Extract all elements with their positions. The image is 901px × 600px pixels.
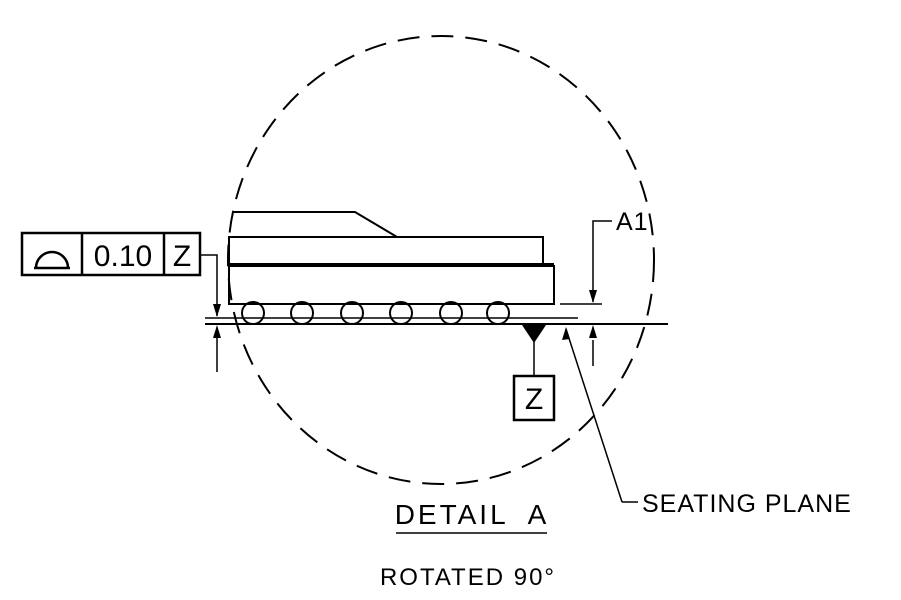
feature-control-frame: 0.10 Z — [20, 231, 202, 277]
fcf-tolerance-value: 0.10 — [94, 240, 152, 273]
fcf-datum-letter: Z — [173, 240, 191, 273]
detail-title: DETAIL A — [395, 499, 550, 530]
arrowhead — [213, 325, 221, 338]
arrowhead — [589, 290, 597, 303]
solder-ball — [439, 301, 463, 325]
datum-feature-symbol: Z — [512, 325, 556, 422]
mold-cap — [233, 211, 398, 238]
solder-ball — [340, 301, 364, 325]
datum-box — [512, 374, 556, 422]
solder-ball — [241, 301, 265, 325]
solder-ball — [389, 301, 413, 325]
solder-ball — [486, 301, 510, 325]
solder-ball — [290, 301, 314, 325]
arrowhead — [213, 304, 221, 317]
profile-of-surface-icon — [34, 250, 70, 270]
detail-circle — [227, 35, 655, 485]
datum-letter: Z — [525, 383, 543, 416]
a1-label: A1 — [616, 208, 649, 236]
fcf-outline — [20, 231, 202, 277]
a1-leader — [592, 220, 612, 302]
arrowhead — [589, 325, 597, 338]
fcf-leader — [200, 254, 218, 316]
seating-plane-leader — [565, 328, 623, 503]
datum-triangle-icon — [522, 325, 546, 343]
detail-subtitle: ROTATED 90° — [380, 564, 556, 591]
arrowhead — [562, 327, 570, 340]
package-top-layer — [228, 236, 544, 263]
package-substrate — [228, 265, 555, 305]
solder-balls — [241, 301, 510, 325]
seating-plane-label: SEATING PLANE — [642, 490, 852, 518]
